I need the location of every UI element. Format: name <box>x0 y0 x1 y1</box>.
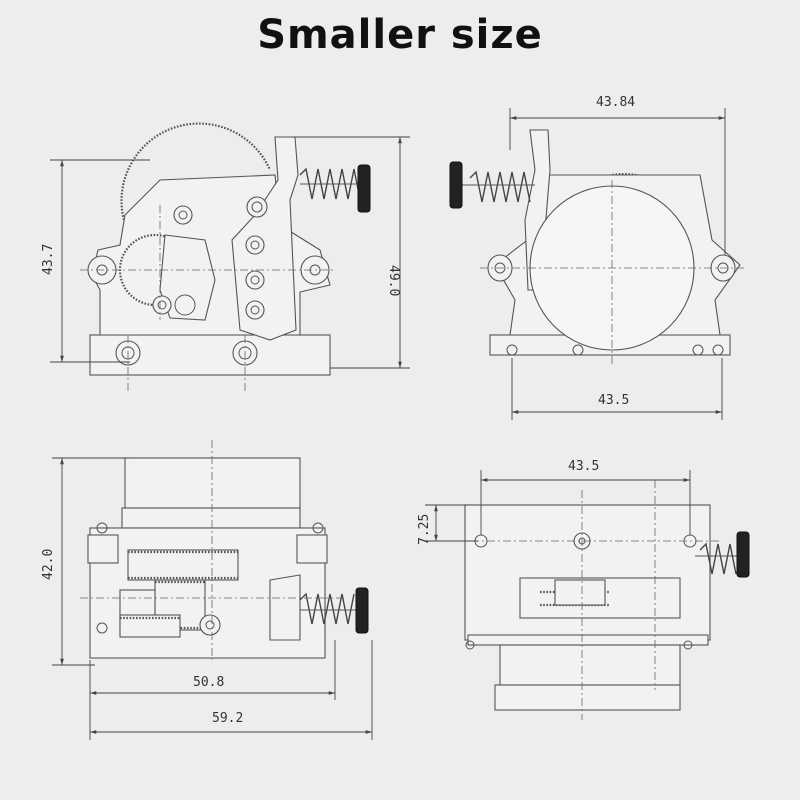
dim-top-offset: 7.25 <box>417 514 432 545</box>
dim-bottom-width-outer: 59.2 <box>212 711 243 726</box>
dim-top-width: 43.5 <box>568 459 599 474</box>
bottom-view <box>52 440 373 740</box>
top-view <box>425 470 750 720</box>
dim-bottom-width-inner: 50.8 <box>193 675 224 690</box>
dim-front-width: 43.84 <box>596 95 635 110</box>
dim-front-height-right: 49.0 <box>386 265 401 296</box>
dim-front-height-left: 43.7 <box>41 244 56 275</box>
page-title: Smaller size <box>257 12 543 58</box>
front-view <box>50 122 410 392</box>
dim-back-bottom-width: 43.5 <box>598 393 629 408</box>
dim-bottom-height: 42.0 <box>41 549 56 580</box>
back-view <box>449 108 745 420</box>
